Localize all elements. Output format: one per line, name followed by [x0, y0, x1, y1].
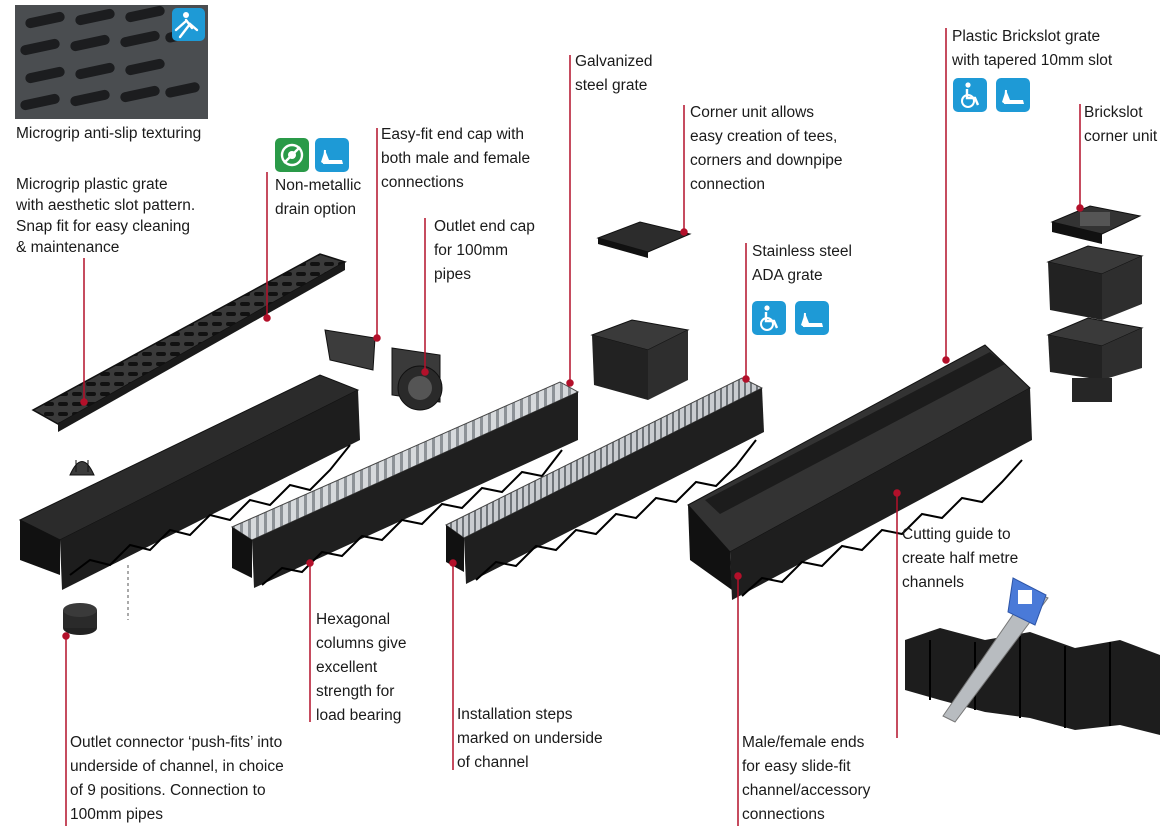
leader-lines — [62, 28, 1084, 826]
channel-black-microgrip — [18, 374, 360, 590]
label-hexagonal: Hexagonal columns give excellent strengt… — [316, 611, 407, 724]
wheelchair-icon — [953, 78, 987, 112]
grate-clip — [69, 460, 95, 476]
corner-unit — [590, 221, 692, 400]
label-brickslot-corner: Brickslot corner unit — [1084, 104, 1158, 145]
outlet-connector — [63, 603, 97, 635]
channel-stainless-ada — [445, 377, 764, 584]
label-plastic-brickslot: Plastic Brickslot grate with tapered 10m… — [952, 28, 1113, 69]
non-metallic-icon — [275, 138, 309, 172]
heel-guard-icon — [795, 301, 829, 335]
label-non-metallic: Non-metallic drain option — [275, 177, 362, 218]
label-galvanized: Galvanized steel grate — [575, 53, 653, 94]
label-outlet-end-cap: Outlet end cap for 100mm pipes — [434, 218, 535, 283]
label-end-cap: Easy-fit end cap with both male and fema… — [381, 126, 531, 191]
microgrip-texture-photo — [15, 5, 208, 119]
label-corner-unit: Corner unit allows easy creation of tees… — [690, 104, 843, 193]
label-installation-steps: Installation steps marked on underside o… — [457, 706, 603, 771]
brickslot-corner-unit — [1046, 205, 1144, 402]
label-stainless: Stainless steel ADA grate — [752, 243, 852, 284]
channel-brickslot — [687, 344, 1032, 600]
label-male-female: Male/female ends for easy slide-fit chan… — [742, 734, 871, 823]
label-outlet-connector: Outlet connector ‘push-fits’ into unders… — [70, 734, 284, 823]
outlet-end-cap — [391, 347, 443, 411]
label-microgrip-texturing: Microgrip anti-slip texturing — [16, 125, 202, 142]
heel-guard-icon — [315, 138, 349, 172]
anti-slip-icon — [174, 12, 199, 39]
end-cap — [324, 329, 376, 371]
cutting-guide-photo — [903, 577, 1161, 762]
wheelchair-icon — [752, 301, 786, 335]
label-microgrip-grate: Microgrip plastic grate with aesthetic s… — [16, 176, 196, 256]
label-cutting-guide: Cutting guide to create half metre chann… — [902, 526, 1019, 591]
heel-guard-icon — [996, 78, 1030, 112]
